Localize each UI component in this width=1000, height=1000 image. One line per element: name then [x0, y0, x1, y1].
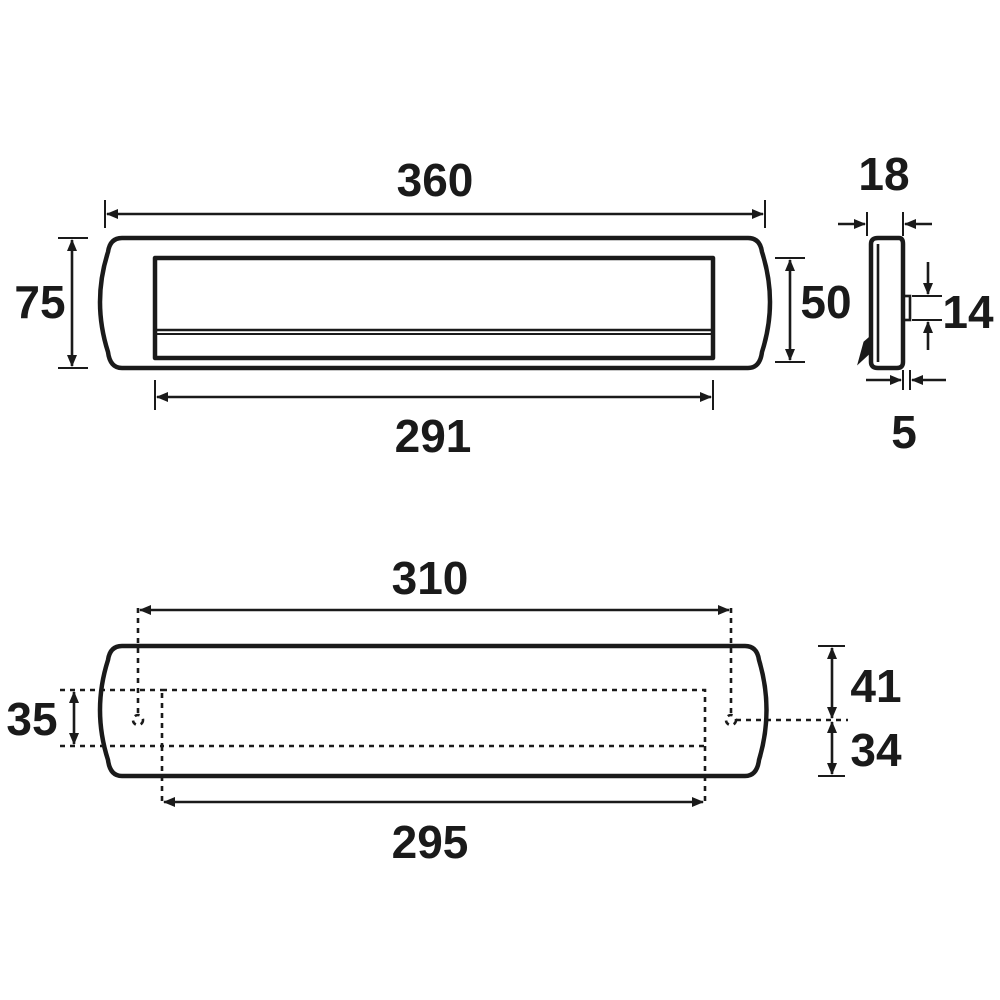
side-hinge-tab	[857, 334, 872, 366]
dim-label-cutout-height: 35	[6, 693, 57, 745]
fixing-hole-left	[131, 713, 145, 727]
dim-label-aperture-height: 50	[800, 276, 851, 328]
dim-label-flap-height: 14	[942, 286, 994, 338]
rear-plate-outline	[97, 643, 769, 779]
side-view: 18 14 5	[838, 148, 994, 458]
dim-label-cutout-width: 295	[392, 816, 469, 868]
dim-label-top-to-fixing: 41	[850, 660, 901, 712]
dim-label-fixing-to-bottom: 34	[850, 724, 902, 776]
dim-label-overall-height: 75	[14, 276, 65, 328]
rear-view: 310 295 35 41 34	[6, 552, 902, 868]
dim-label-fixing-centres: 310	[392, 552, 469, 604]
front-plate-outline	[97, 235, 773, 371]
side-flap-block	[901, 294, 912, 322]
front-view: 360 75 291 50	[14, 154, 851, 462]
aperture-outline	[152, 255, 716, 361]
dim-label-overall-width: 360	[397, 154, 474, 206]
dim-label-aperture-width: 291	[395, 410, 472, 462]
fixing-hole-right	[724, 713, 738, 727]
dim-label-depth: 18	[858, 148, 909, 200]
dim-label-flap-depth: 5	[891, 406, 917, 458]
side-profile-outline	[868, 235, 906, 371]
cutout-outline	[160, 688, 707, 748]
